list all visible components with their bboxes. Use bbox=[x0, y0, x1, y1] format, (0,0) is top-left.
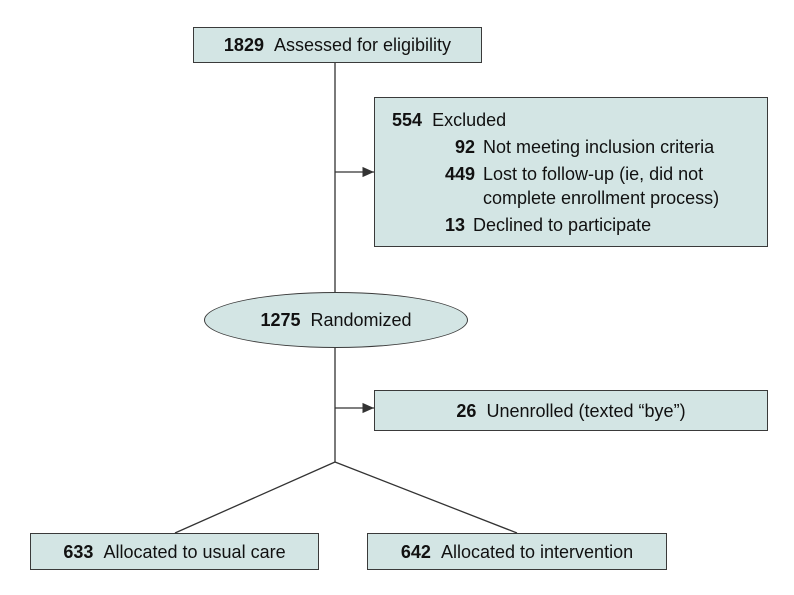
excluded-item-count: 92 bbox=[454, 137, 475, 157]
intervention-label: Allocated to intervention bbox=[440, 541, 634, 562]
excluded-item-label: Not meeting inclusion criteria bbox=[483, 137, 715, 157]
usual-care-box: 633 Allocated to usual care bbox=[30, 533, 319, 570]
excluded-item-count: 449 bbox=[444, 164, 475, 184]
unenrolled-count: 26 bbox=[456, 400, 477, 421]
excluded-item-count: 13 bbox=[444, 215, 465, 235]
randomized-label: Randomized bbox=[310, 309, 412, 330]
excluded-item-label: Declined to participate bbox=[473, 215, 652, 235]
usual-care-count: 633 bbox=[63, 541, 94, 562]
usual-care-label: Allocated to usual care bbox=[103, 541, 286, 562]
assessed-label: Assessed for eligibility bbox=[273, 35, 452, 55]
intervention-count: 642 bbox=[400, 541, 431, 562]
intervention-box: 642 Allocated to intervention bbox=[367, 533, 667, 570]
randomized-count: 1275 bbox=[260, 309, 301, 330]
excluded-item-label-line1: Lost to follow-up (ie, did not bbox=[483, 164, 704, 184]
excluded-count: 554 bbox=[392, 110, 423, 130]
excluded-label: Excluded bbox=[432, 110, 507, 130]
assessed-count: 1829 bbox=[223, 35, 264, 55]
randomized-ellipse: 1275 Randomized bbox=[204, 292, 468, 348]
excluded-box: 554 Excluded 92 Not meeting inclusion cr… bbox=[374, 97, 768, 247]
unenrolled-label: Unenrolled (texted “bye”) bbox=[486, 400, 686, 421]
assessed-box: 1829 Assessed for eligibility bbox=[193, 27, 482, 63]
unenrolled-box: 26 Unenrolled (texted “bye”) bbox=[374, 390, 768, 431]
branch-right-line bbox=[334, 461, 518, 534]
excluded-item-label-line2: complete enrollment process) bbox=[483, 188, 720, 208]
branch-left-line bbox=[174, 461, 336, 534]
